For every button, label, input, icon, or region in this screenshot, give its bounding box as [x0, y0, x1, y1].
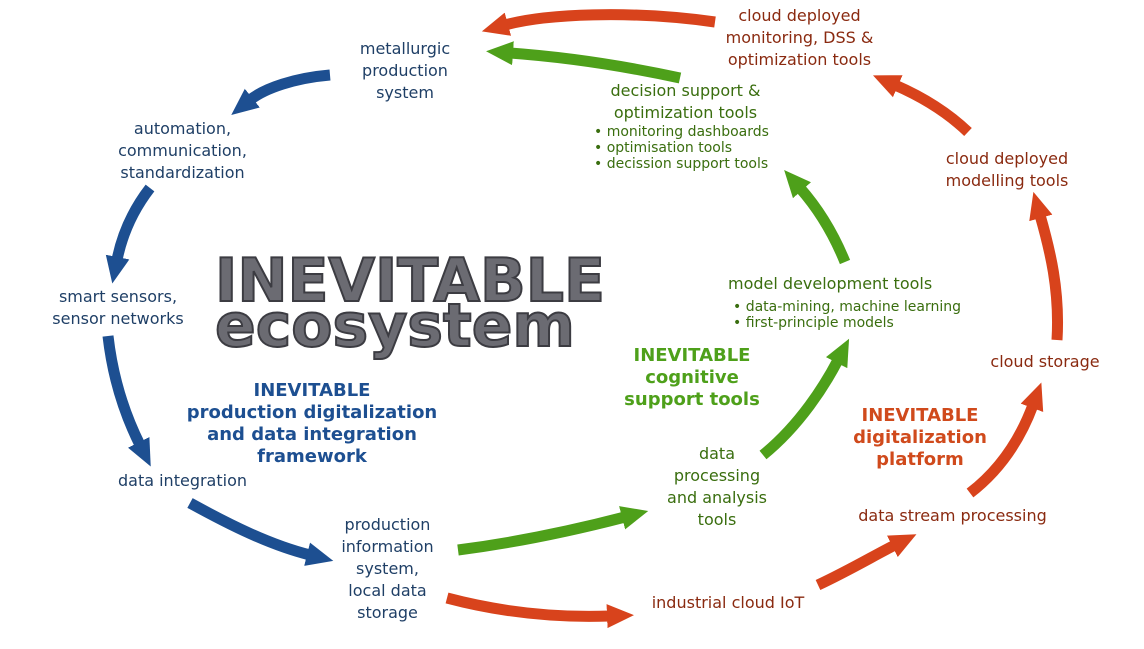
group-label-cognitive-support-tools: INEVITABLE cognitive support tools — [624, 345, 760, 410]
node-decision-support-title: decision support & optimization tools — [610, 81, 761, 122]
arrow-decision-to-metallurgic — [486, 41, 682, 84]
arrow-processing-to-model-dev — [759, 338, 850, 460]
node-smart-sensors: smart sensors, sensor networks — [52, 287, 184, 328]
arrow-production-info-to-cloud-iot — [445, 592, 634, 629]
node-decision-support-items: monitoring dashboards optimisation tools… — [594, 124, 769, 172]
node-model-development-title: model development tools — [728, 274, 933, 293]
node-cloud-modelling-tools: cloud deployed modelling tools — [945, 149, 1069, 190]
arrow-production-info-to-processing — [457, 506, 649, 556]
arrow-stream-to-cloud-storage — [966, 382, 1044, 498]
arrow-sensors-to-data-integration — [102, 335, 151, 467]
ecosystem-title-line1: INEVITABLE — [214, 246, 606, 316]
ecosystem-title-line2: ecosystem — [214, 291, 576, 361]
node-automation: automation, communication, standardizati… — [118, 119, 247, 182]
node-cloud-monitoring-tools: cloud deployed monitoring, DSS & optimiz… — [725, 6, 874, 69]
node-data-processing: data processing and analysis tools — [667, 444, 767, 529]
arrow-cloud-monitoring-to-metallurgic — [481, 9, 716, 36]
group-label-digitalization-platform: INEVITABLE digitalization platform — [853, 405, 987, 470]
group-label-digitalization-framework: INEVITABLE production digitalization and… — [186, 380, 438, 467]
arrow-cloud-storage-to-cloud-modelling — [1029, 191, 1063, 341]
node-cloud-storage: cloud storage — [990, 352, 1100, 371]
node-production-information-system: production information system, local dat… — [341, 515, 434, 622]
arrow-data-integration-to-production-info — [187, 498, 334, 566]
node-industrial-cloud-iot: industrial cloud IoT — [651, 593, 805, 612]
arrow-metallurgic-to-automation — [231, 69, 331, 115]
node-data-stream-processing: data stream processing — [858, 506, 1047, 525]
arrow-model-dev-to-decision — [784, 170, 851, 265]
node-data-integration: data integration — [117, 471, 247, 490]
node-model-development-items: data-mining, machine learning first-prin… — [733, 299, 961, 331]
arrow-automation-to-sensors — [105, 184, 155, 284]
arrow-cloud-iot-to-stream — [815, 534, 917, 590]
arrow-cloud-modelling-to-cloud-monitoring — [872, 75, 972, 136]
node-metallurgic-production-system: metallurgic production system — [359, 39, 451, 102]
